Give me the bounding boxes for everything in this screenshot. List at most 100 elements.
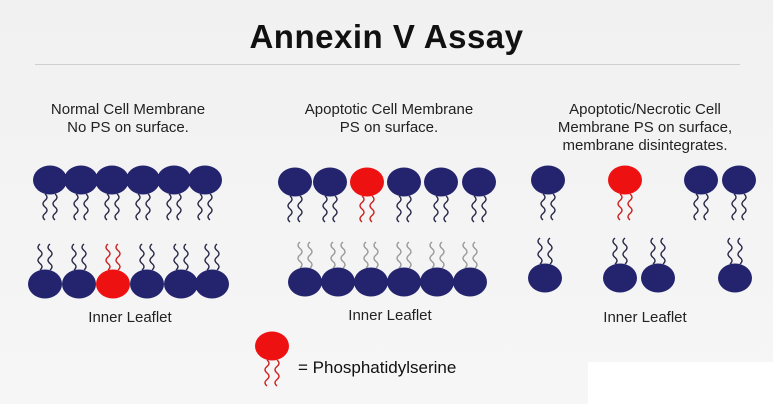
inner-leaflet-lipid: [62, 243, 96, 299]
lipid-head: [718, 263, 752, 293]
lipid-tail: [274, 359, 280, 387]
lipid-tail: [472, 241, 478, 269]
panel-necrotic-inner-leaflet-label: Inner Leaflet: [603, 309, 687, 326]
lipid-tail: [264, 359, 270, 387]
outer-leaflet-lipid: [64, 165, 98, 221]
lipid-tail: [115, 243, 121, 271]
inner-leaflet-lipid: [453, 241, 487, 297]
inner-leaflet-lipid: [641, 237, 675, 293]
inner-leaflet-lipid: [28, 243, 62, 299]
lipid-head: [462, 167, 496, 197]
lipid-tail: [741, 193, 747, 221]
legend-label: = Phosphatidylserine: [298, 358, 457, 377]
lipid-tail: [369, 195, 375, 223]
lipid-tail: [359, 195, 365, 223]
lipid-tail: [429, 241, 435, 269]
phosphatidylserine-head: [255, 331, 289, 361]
lipid-head: [321, 267, 355, 297]
inner-leaflet-lipid: [321, 241, 355, 297]
lipid-tail: [207, 193, 213, 221]
lipid-head: [195, 269, 229, 299]
outer-leaflet-lipid: [33, 165, 67, 221]
lipid-head: [453, 267, 487, 297]
lipid-head: [684, 165, 718, 195]
inner-leaflet-lipid: [603, 237, 637, 293]
lipid-head: [64, 165, 98, 195]
lipid-head: [278, 167, 312, 197]
lipid-head: [288, 267, 322, 297]
outer-leaflet-lipid: [722, 165, 756, 221]
panel-necrotic-title-line3: membrane disintegrates.: [562, 137, 728, 154]
lipid-tail: [433, 195, 439, 223]
lipid-tail: [204, 243, 210, 271]
lipid-tail: [462, 241, 468, 269]
lipid-tail: [52, 193, 58, 221]
lipid-tail: [145, 193, 151, 221]
lipid-head: [130, 269, 164, 299]
outer-leaflet-lipid: [278, 167, 312, 223]
lipid-tail: [297, 241, 303, 269]
lipid-tail: [406, 195, 412, 223]
lipid-tail: [627, 193, 633, 221]
outer-leaflet-lipid: [188, 165, 222, 221]
lipid-tail: [297, 195, 303, 223]
lipid-tail: [47, 243, 53, 271]
lipid-tail: [135, 193, 141, 221]
inner-leaflet-lipid: [164, 243, 198, 299]
inner-leaflet-lipid: [718, 237, 752, 293]
inner-leaflet-lipid: [420, 241, 454, 297]
lipid-head: [424, 167, 458, 197]
lipid-tail: [622, 237, 628, 265]
lipid-tail: [149, 243, 155, 271]
outer-ps-lipid: [608, 165, 642, 221]
outer-leaflet-lipid: [531, 165, 565, 221]
inner-leaflet-lipid: [528, 237, 562, 293]
lipid-tail: [104, 193, 110, 221]
page-title: Annexin V Assay: [249, 18, 524, 55]
lipid-tail: [727, 237, 733, 265]
lipid-tail: [37, 243, 43, 271]
lipid-tail: [363, 241, 369, 269]
panel-apoptotic-title-line1: Apoptotic Cell Membrane: [304, 101, 474, 118]
lipid-head: [387, 267, 421, 297]
outer-leaflet-lipid: [424, 167, 458, 223]
lipid-tail: [481, 195, 487, 223]
outer-leaflet-lipid: [126, 165, 160, 221]
panel-necrotic-title-line1: Apoptotic/Necrotic Cell: [569, 101, 721, 118]
lipid-tail: [330, 241, 336, 269]
outer-leaflet-lipid: [387, 167, 421, 223]
lipid-tail: [287, 195, 293, 223]
phosphatidylserine-head: [350, 167, 384, 197]
lipid-tail: [173, 243, 179, 271]
lipid-tail: [439, 241, 445, 269]
lipid-tail: [373, 241, 379, 269]
lipid-head: [387, 167, 421, 197]
lipid-tail: [183, 243, 189, 271]
outer-leaflet-lipid: [157, 165, 191, 221]
inner-leaflet-lipid: [195, 243, 229, 299]
inner-leaflet-lipid: [288, 241, 322, 297]
panel-normal-title-line2: No PS on surface.: [67, 119, 189, 136]
lipid-tail: [731, 193, 737, 221]
panel-apoptotic-title-line2: PS on surface.: [339, 119, 439, 136]
lipid-tail: [73, 193, 79, 221]
lipid-tail: [197, 193, 203, 221]
lipid-tail: [650, 237, 656, 265]
panel-apoptotic-title: Apoptotic Cell Membrane PS on surface.: [278, 101, 500, 137]
outer-leaflet-lipid: [462, 167, 496, 223]
lipid-head: [95, 165, 129, 195]
lipid-tail: [71, 243, 77, 271]
lipid-head: [354, 267, 388, 297]
lipid-tail: [139, 243, 145, 271]
lipid-head: [528, 263, 562, 293]
outer-leaflet-lipid: [95, 165, 129, 221]
panel-necrotic-title-line2: Membrane PS on surface,: [557, 119, 733, 136]
lipid-tail: [693, 193, 699, 221]
lipid-head: [188, 165, 222, 195]
lipid-head: [420, 267, 454, 297]
lipid-tail: [612, 237, 618, 265]
inner-leaflet-lipid: [387, 241, 421, 297]
lipid-tail: [537, 237, 543, 265]
